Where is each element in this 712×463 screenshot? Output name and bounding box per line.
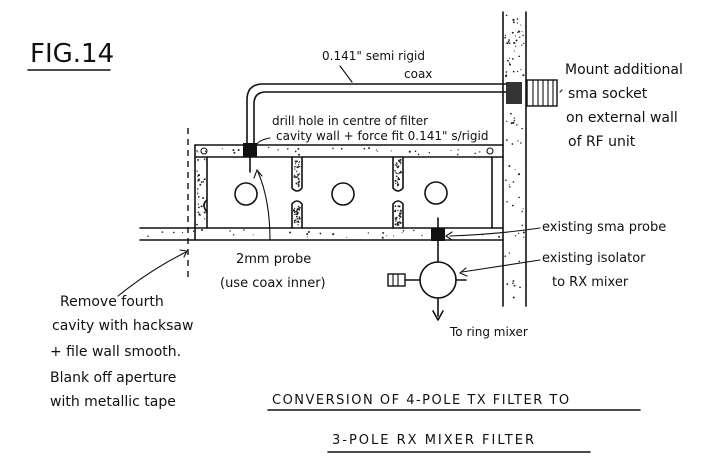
new-probe-icon bbox=[243, 143, 257, 173]
mount-label-line4: of RF unit bbox=[568, 134, 636, 150]
probe-label-line2: (use coax inner) bbox=[220, 276, 326, 291]
remove-label-line4: Blank off aperture bbox=[50, 370, 176, 386]
annotation-coax: 0.141" semi rigid coax bbox=[322, 49, 432, 81]
figure-label-text: FIG.14 bbox=[30, 39, 114, 69]
filter-body bbox=[139, 144, 504, 241]
isolator-label-line2: to RX mixer bbox=[552, 275, 629, 290]
remove-label-line2: cavity with hacksaw bbox=[52, 318, 193, 334]
annotation-2mm-probe: 2mm probe (use coax inner) bbox=[220, 252, 326, 291]
partition-2 bbox=[392, 156, 404, 229]
remove-label-line5: with metallic tape bbox=[50, 394, 176, 410]
remove-label-line1: Remove fourth bbox=[60, 294, 164, 310]
cavity-3-resonator bbox=[424, 181, 448, 205]
cavity-1-resonator bbox=[234, 182, 258, 206]
partition-1 bbox=[291, 156, 303, 229]
mount-label-line3: on external wall bbox=[566, 110, 678, 126]
drill-label-line1: drill hole in centre of filter bbox=[272, 114, 428, 128]
existing-sma-probe-icon bbox=[431, 217, 445, 241]
probe-label-line1: 2mm probe bbox=[236, 252, 311, 267]
figure-label: FIG.14 bbox=[27, 39, 114, 71]
isolator-icon bbox=[387, 240, 467, 321]
mount-label-line1: Mount additional bbox=[565, 62, 683, 78]
title-line1: CONVERSION OF 4-POLE TX FILTER TO bbox=[272, 393, 571, 408]
semi-rigid-coax bbox=[246, 83, 507, 149]
cavity-2-resonator bbox=[331, 182, 355, 206]
sma-socket-icon bbox=[506, 79, 558, 107]
annotation-mount-socket: Mount additional sma socket on external … bbox=[565, 62, 683, 150]
isolator-label-line1: existing isolator bbox=[542, 251, 646, 266]
external-wall bbox=[502, 11, 527, 307]
coax-label-line1: 0.141" semi rigid bbox=[322, 49, 425, 63]
drill-label-line2: cavity wall + force fit 0.141" s/rigid bbox=[276, 129, 488, 143]
coax-label-line2: coax bbox=[404, 67, 432, 81]
annotation-ring-mixer: To ring mixer bbox=[449, 325, 528, 339]
leader-lines bbox=[117, 65, 563, 297]
annotation-remove-cavity: Remove fourth cavity with hacksaw + file… bbox=[50, 294, 193, 410]
title-line2: 3-POLE RX MIXER FILTER bbox=[332, 433, 536, 448]
external-wall-texture bbox=[504, 14, 525, 299]
existing-probe-label: existing sma probe bbox=[542, 220, 666, 235]
annotation-isolator: existing isolator to RX mixer bbox=[542, 251, 646, 290]
ring-mixer-label: To ring mixer bbox=[449, 325, 528, 339]
annotation-existing-probe: existing sma probe bbox=[542, 220, 666, 235]
mount-label-line2: sma socket bbox=[568, 86, 648, 102]
annotation-drill-hole: drill hole in centre of filter cavity wa… bbox=[272, 114, 488, 143]
remove-label-line3: + file wall smooth. bbox=[50, 344, 181, 360]
filter-wall-texture bbox=[147, 146, 501, 239]
figure-title: CONVERSION OF 4-POLE TX FILTER TO 3-POLE… bbox=[267, 393, 641, 453]
